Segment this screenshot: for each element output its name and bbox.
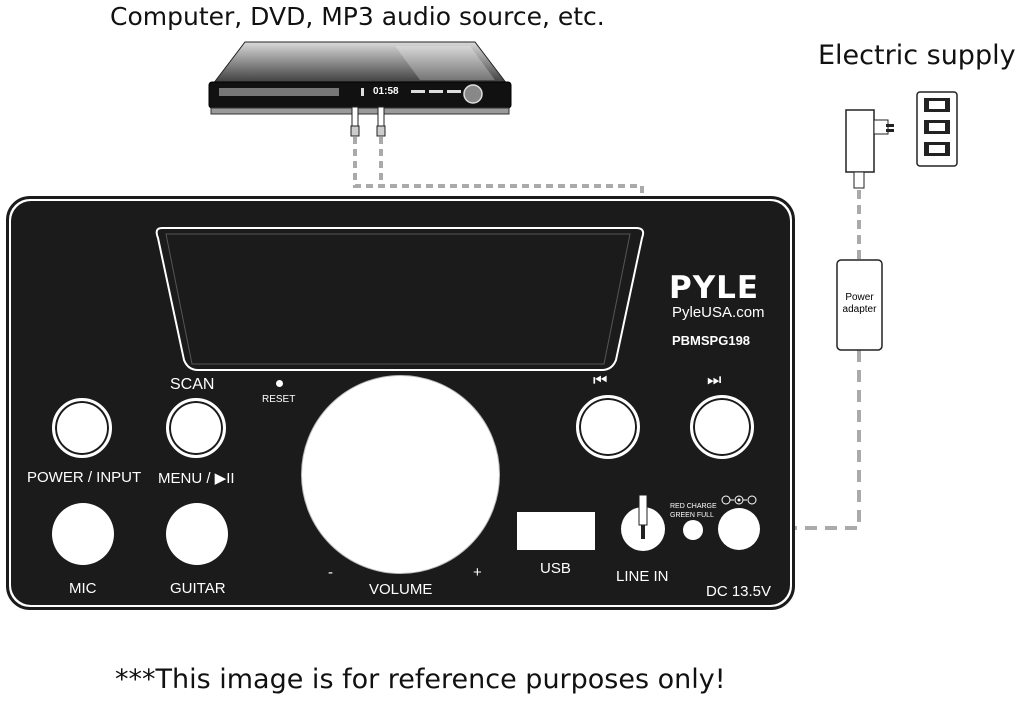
power-input-button[interactable]	[52, 398, 112, 458]
reset-label: RESET	[262, 394, 296, 405]
reset-pinhole[interactable]	[276, 380, 283, 387]
charge-indicator-led	[683, 520, 703, 540]
audio-plug-right	[376, 106, 386, 137]
supply-caption: Electric supply	[818, 40, 1016, 71]
charge-label-line-1: RED CHARGE	[670, 503, 717, 510]
audio-cable	[353, 137, 644, 518]
previous-track-icon: ⏮	[593, 372, 608, 389]
mic-input-jack[interactable]	[52, 503, 114, 565]
dc-voltage-label: DC 13.5V	[706, 583, 772, 600]
next-track-icon: ⏭	[707, 372, 722, 389]
volume-minus-label: -	[328, 564, 333, 581]
dc-power-jack[interactable]	[718, 508, 760, 550]
brand-logo: PYLE	[669, 270, 760, 306]
scan-menu-button[interactable]	[166, 398, 226, 458]
volume-plus-label: +	[473, 564, 482, 581]
line-in-plug	[638, 495, 648, 539]
dc-polarity-icon	[721, 495, 757, 505]
display-window	[155, 227, 645, 371]
audio-source-device	[208, 41, 512, 115]
source-caption: Computer, DVD, MP3 audio source, etc.	[110, 2, 605, 31]
adapter-line-2: adapter	[842, 304, 877, 315]
guitar-label: GUITAR	[170, 580, 226, 597]
wall-adapter-icon	[845, 109, 894, 189]
volume-knob[interactable]	[301, 375, 500, 574]
model-number: PBMSPG198	[672, 333, 751, 348]
brand-url: PyleUSA.com	[672, 304, 765, 321]
previous-track-button[interactable]	[576, 395, 640, 459]
usb-port[interactable]	[517, 512, 595, 550]
guitar-input-jack[interactable]	[166, 503, 228, 565]
disclaimer-text: ***This image is for reference purposes …	[115, 664, 726, 695]
wall-outlet-icon	[916, 91, 958, 167]
usb-label: USB	[540, 560, 571, 577]
source-time-display: 01:58	[373, 86, 399, 97]
adapter-line-1: Power	[845, 292, 874, 303]
charge-label-line-2: GREEN FULL	[670, 512, 714, 519]
power-adapter-box	[836, 259, 883, 351]
scan-label: SCAN	[170, 376, 215, 393]
power-input-label: POWER / INPUT	[27, 469, 142, 486]
volume-label: VOLUME	[369, 581, 433, 598]
menu-play-label: MENU / ▶II	[158, 470, 235, 487]
next-track-button[interactable]	[690, 395, 754, 459]
charge-status-label: RED CHARGE GREEN FULL	[670, 502, 717, 520]
line-in-label: LINE IN	[616, 568, 669, 585]
mic-label: MIC	[69, 580, 97, 597]
audio-plug-left	[350, 106, 360, 137]
power-adapter-label: Power adapter	[837, 292, 882, 316]
